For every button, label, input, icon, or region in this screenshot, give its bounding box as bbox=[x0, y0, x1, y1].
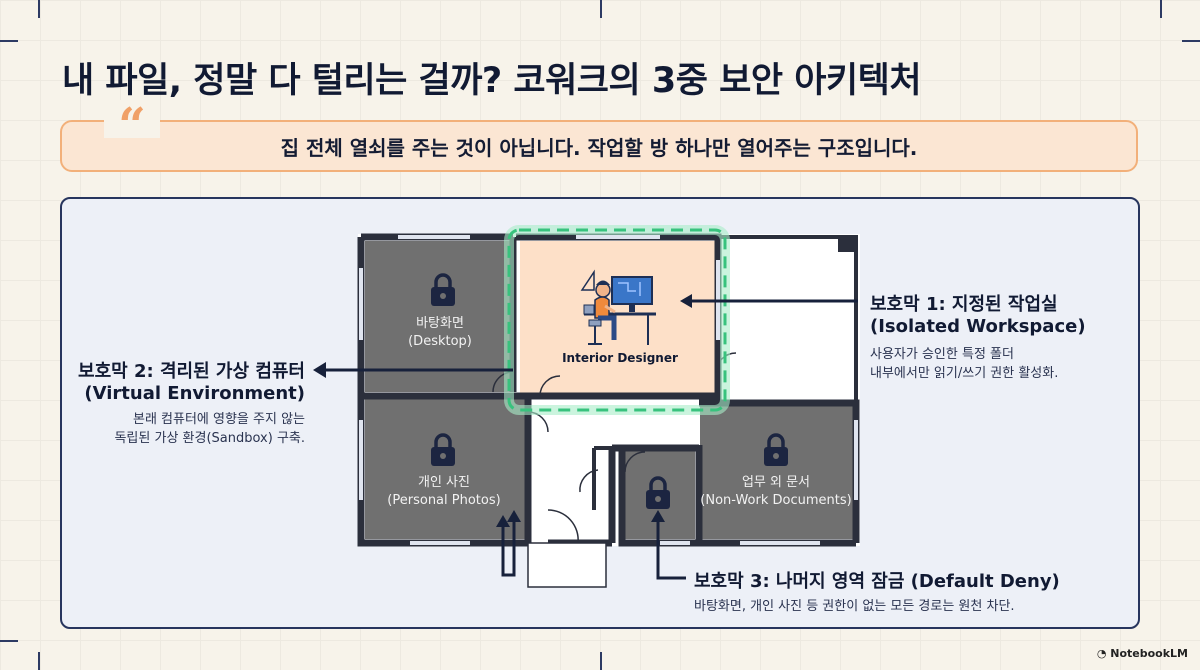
layer3-desc: 바탕화면, 개인 사진 등 권한이 없는 모든 경로는 원천 차단. bbox=[694, 599, 1015, 614]
room-documents bbox=[700, 405, 853, 539]
room-name: 개인 사진 bbox=[418, 475, 470, 490]
notebooklm-logo-icon: ◔ bbox=[1096, 647, 1111, 660]
workspace-boundary bbox=[507, 228, 727, 412]
layer2-label: 보호막 2: 격리된 가상 컴퓨터 (Virtual Environment) … bbox=[20, 357, 305, 448]
room-sub: (Desktop) bbox=[408, 334, 472, 349]
lock-icon bbox=[764, 433, 788, 466]
page-title: 내 파일, 정말 다 털리는 걸까? 코워크의 3중 보안 아키텍처 bbox=[62, 61, 922, 101]
room-name: 바탕화면 bbox=[416, 316, 464, 331]
room-label-desktop: 바탕화면 (Desktop) bbox=[370, 315, 510, 351]
layer2-desc: 본래 컴퓨터에 영향을 주지 않는 bbox=[132, 412, 305, 427]
room-label-photos: 개인 사진 (Personal Photos) bbox=[368, 474, 520, 510]
quote-text: 집 전체 열쇠를 주는 것이 아닙니다. 작업할 방 하나만 열어주는 구조입니… bbox=[280, 135, 918, 160]
frame-tick bbox=[600, 652, 602, 670]
entrance bbox=[527, 542, 607, 588]
layer2-desc: 독립된 가상 환경(Sandbox) 구축. bbox=[114, 431, 305, 446]
layer1-title: 보호막 1: 지정된 작업실 bbox=[870, 294, 1058, 315]
frame-tick bbox=[38, 0, 40, 18]
designer-at-desk-icon bbox=[580, 269, 656, 345]
room-label-workspace: Interior Designer bbox=[562, 351, 678, 365]
frame-tick bbox=[1160, 0, 1162, 18]
lock-icon bbox=[646, 476, 670, 509]
brand-watermark: ◔ NotebookLM bbox=[1097, 647, 1188, 660]
frame-tick bbox=[600, 0, 602, 18]
layer1-subtitle: (Isolated Workspace) bbox=[870, 316, 1086, 337]
room-sub: (Non-Work Documents) bbox=[700, 493, 852, 508]
room-label-documents: 업무 외 문서 (Non-Work Documents) bbox=[700, 474, 852, 510]
room-name: 업무 외 문서 bbox=[741, 475, 811, 490]
brand-name: NotebookLM bbox=[1110, 647, 1188, 660]
room-sub: (Personal Photos) bbox=[387, 493, 501, 508]
arrow-icon bbox=[325, 299, 858, 580]
layer1-label: 보호막 1: 지정된 작업실 (Isolated Workspace) 사용자가… bbox=[870, 290, 1086, 383]
layer1-desc: 사용자가 승인한 특정 폴더 bbox=[870, 347, 1014, 362]
frame-tick bbox=[1182, 40, 1200, 42]
room-workspace bbox=[520, 241, 715, 393]
lock-icon bbox=[431, 433, 455, 466]
room-photos bbox=[365, 398, 525, 539]
layer2-subtitle: (Virtual Environment) bbox=[84, 383, 305, 404]
quote-box: 집 전체 열쇠를 주는 것이 아닙니다. 작업할 방 하나만 열어주는 구조입니… bbox=[60, 120, 1138, 172]
frame-tick bbox=[0, 640, 18, 642]
lock-icon bbox=[431, 273, 455, 306]
room-desktop bbox=[365, 241, 513, 392]
layer1-desc: 내부에서만 읽기/쓰기 권한 활성화. bbox=[870, 366, 1059, 381]
layer2-title: 보호막 2: 격리된 가상 컴퓨터 bbox=[78, 361, 305, 382]
frame-tick bbox=[0, 40, 18, 42]
layer3-label: 보호막 3: 나머지 영역 잠금 (Default Deny) 바탕화면, 개인… bbox=[694, 567, 1060, 616]
layer3-title: 보호막 3: 나머지 영역 잠금 (Default Deny) bbox=[694, 571, 1060, 592]
frame-tick bbox=[38, 652, 40, 670]
